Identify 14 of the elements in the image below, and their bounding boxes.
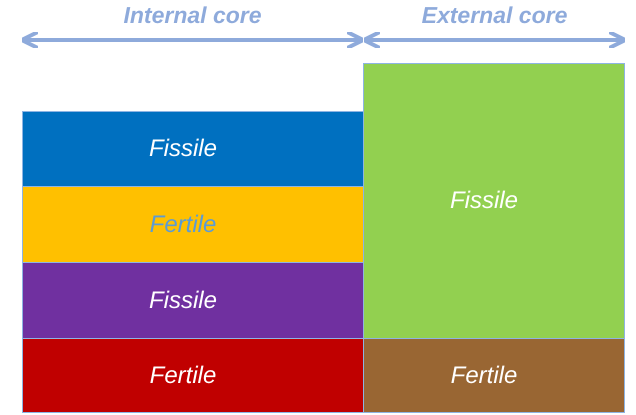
zone-label: Fissile: [148, 135, 217, 163]
core-zone-block: [22, 186, 364, 263]
zone-label: Fertile: [150, 210, 216, 238]
core-zone-block: [363, 338, 625, 413]
dimension-label: Internal core: [123, 2, 262, 29]
core-zone-block: [22, 111, 364, 187]
core-zone-block: [22, 338, 364, 413]
dimension-label: External core: [422, 2, 568, 29]
zone-label: Fissile: [450, 187, 518, 215]
zone-label: Fertile: [450, 362, 518, 390]
zone-label: Fertile: [150, 362, 216, 390]
core-zone-block: [22, 262, 364, 339]
zone-label: Fissile: [148, 286, 217, 314]
core-zone-block: [363, 63, 625, 339]
